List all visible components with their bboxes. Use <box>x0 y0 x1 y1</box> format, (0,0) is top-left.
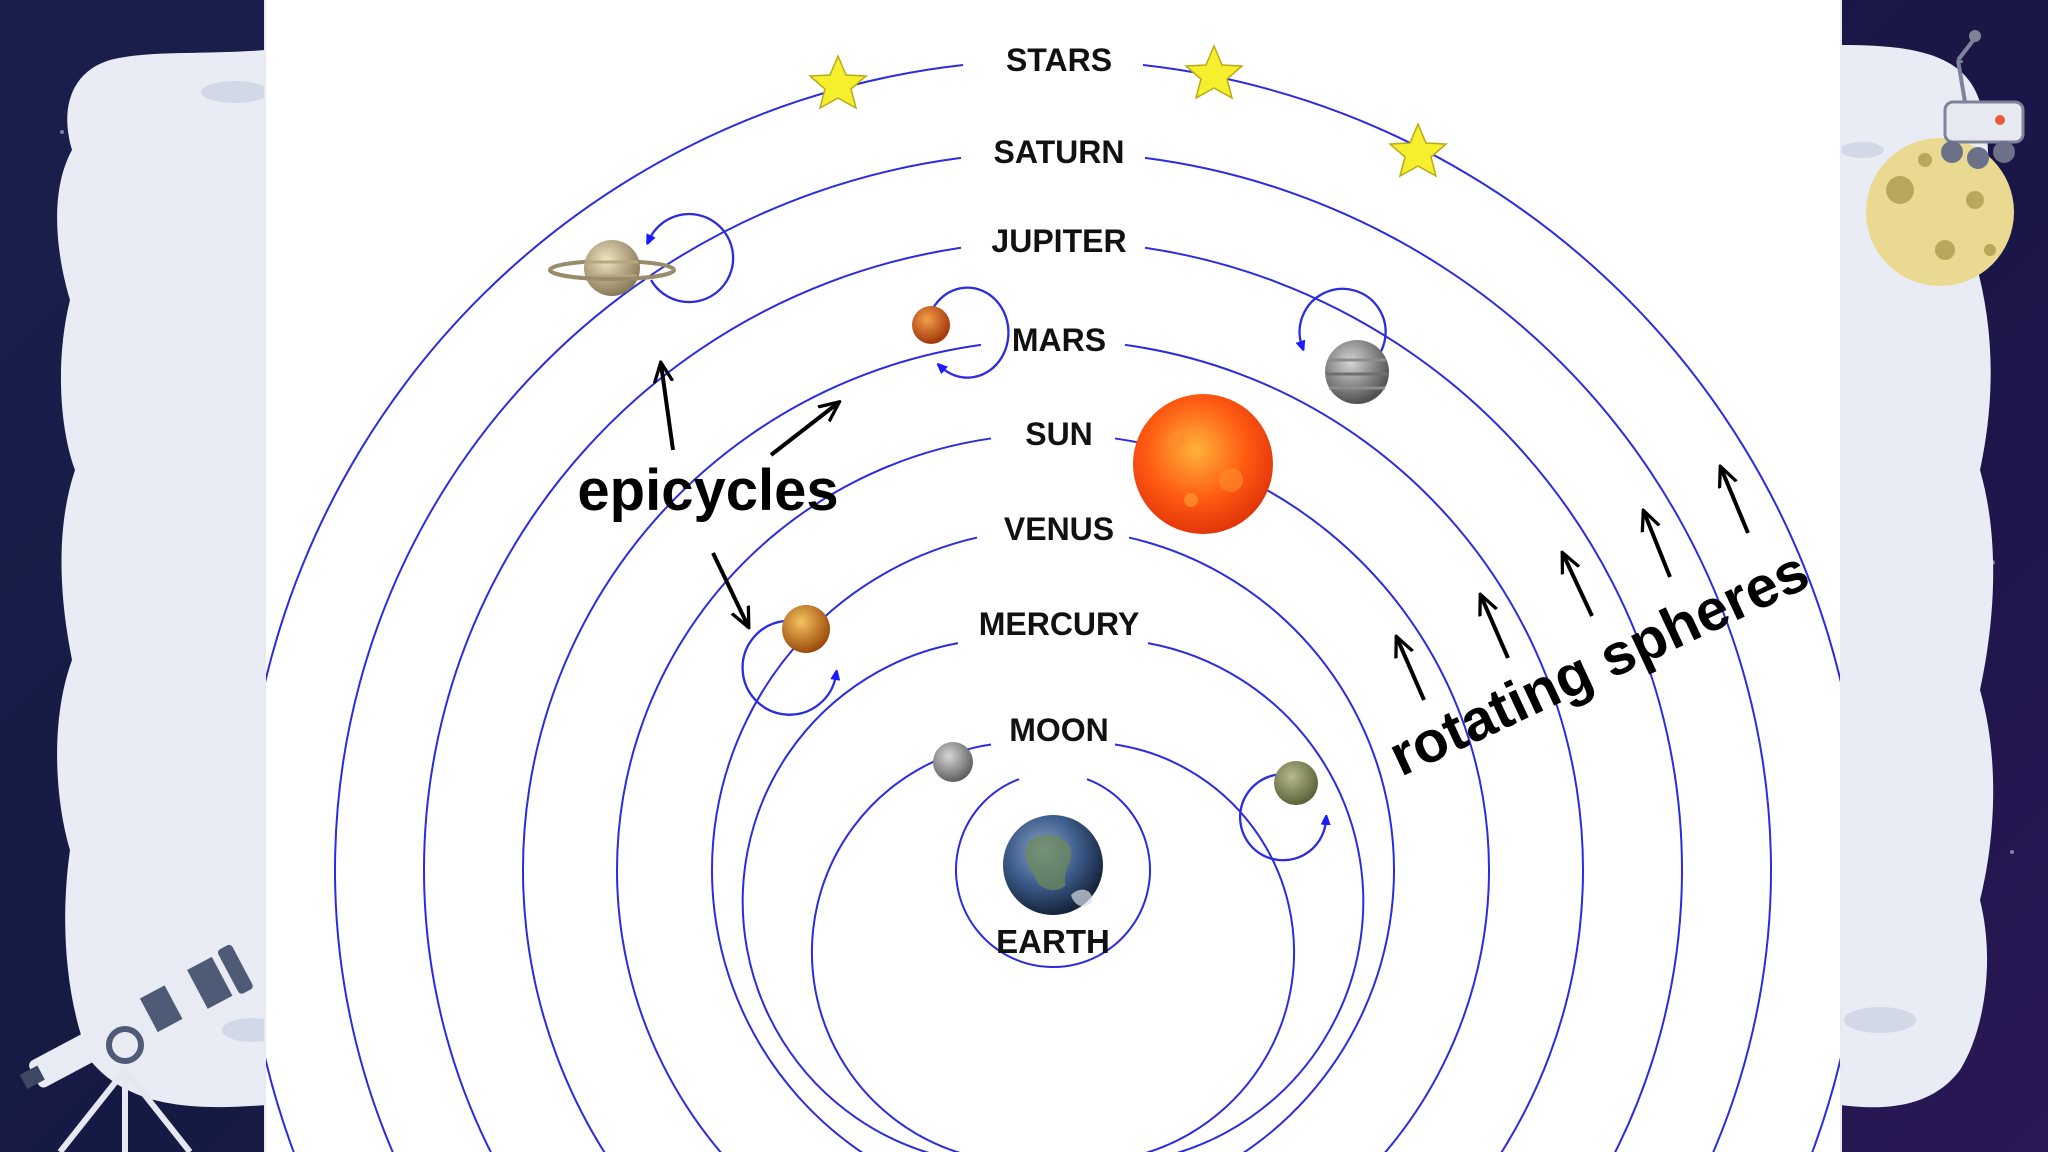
pointer-arrow-icon <box>661 364 675 451</box>
sphere-label-venus: VENUS <box>1004 511 1114 547</box>
pointer-arrow-icon <box>1481 596 1510 659</box>
mercury-icon <box>1274 761 1318 805</box>
orbit-sphere-mars <box>1124 343 1584 1152</box>
pointer-arrow-icon <box>1644 512 1672 578</box>
star-markers <box>808 44 1448 178</box>
sphere-label-moon: MOON <box>1009 712 1109 748</box>
venus-icon <box>782 605 830 653</box>
orbit-sphere-venus <box>1128 536 1395 1152</box>
sphere-label-jupiter: JUPITER <box>991 223 1126 259</box>
pointer-arrow-icon <box>1397 638 1426 701</box>
venus-epicycle <box>741 619 836 716</box>
mercury-epicycle <box>1238 773 1326 862</box>
orbit-sphere-stars <box>266 64 964 1152</box>
earth-icon <box>1003 815 1103 915</box>
right-cloud-crater <box>1844 1007 1916 1033</box>
mars-epicycle <box>927 286 1010 379</box>
geocentric-diagram: STARS SATURN JUPITER MARS SUN VENUS MERCURY MOO… <box>266 42 1840 1152</box>
mars-icon <box>912 306 950 344</box>
background-star <box>60 130 64 134</box>
jupiter-epicycle <box>1300 287 1387 366</box>
epicycle-loops <box>649 212 1387 862</box>
orbit-sphere-venus <box>711 536 978 1152</box>
orbit-sphere-moon <box>810 743 992 1152</box>
geocentric-model-panel: STARS SATURN JUPITER MARS SUN VENUS MERCURY MOO… <box>266 0 1840 1152</box>
background-star <box>1960 60 1963 63</box>
pointer-arrow-icon <box>769 403 838 457</box>
pointer-arrow-icon <box>1721 468 1750 534</box>
orbit-sphere-mercury <box>741 642 959 1152</box>
epicycles-label: epicycles <box>577 458 838 523</box>
sphere-label-sun: SUN <box>1025 416 1093 452</box>
sphere-label-stars: STARS <box>1006 42 1112 78</box>
planet-bodies <box>548 240 1389 915</box>
orbit-sphere-saturn <box>1144 156 1772 1152</box>
sphere-pointer-arrows <box>1397 468 1750 701</box>
orbit-sphere-jupiter <box>1144 246 1683 1152</box>
orbit-sphere-jupiter <box>423 246 962 1152</box>
saturn-epicycle <box>649 212 735 304</box>
star-icon <box>1184 44 1244 100</box>
orbit-sphere-stars <box>1142 64 1840 1152</box>
orbit-sphere-moon <box>1114 743 1296 1152</box>
orbit-sphere-saturn <box>334 156 962 1152</box>
sphere-label-saturn: SATURN <box>994 134 1125 170</box>
orbit-sphere-sun <box>616 437 992 1152</box>
saturn-icon <box>548 240 676 296</box>
sphere-labels: STARS SATURN JUPITER MARS SUN VENUS MERCURY MOO… <box>979 42 1140 748</box>
jupiter-icon <box>1325 340 1389 404</box>
telescope-icon <box>19 944 253 1152</box>
background-star <box>2010 850 2014 854</box>
right-cloud-crater <box>1840 142 1884 158</box>
moon-rover-illustration <box>1866 30 2025 286</box>
right-cloud-shape <box>1840 45 1994 1108</box>
left-cloud-crater <box>201 81 269 103</box>
orbit-circles <box>266 64 1840 1152</box>
sphere-label-mars: MARS <box>1012 322 1106 358</box>
orbit-sphere-inner <box>955 778 1151 968</box>
orbit-sphere-mars <box>522 343 982 1152</box>
star-icon <box>1388 122 1448 178</box>
earth-label: EARTH <box>996 923 1110 960</box>
pointer-arrow-icon <box>711 552 748 626</box>
left-cloud-shape <box>57 50 266 1108</box>
epicycle-pointer-arrows <box>661 364 838 626</box>
star-icon <box>808 54 868 110</box>
moon-icon <box>933 742 973 782</box>
rotating-spheres-label: rotating spheres <box>1379 538 1818 789</box>
sun-icon <box>1133 394 1273 534</box>
pointer-arrow-icon <box>1563 554 1594 617</box>
sphere-label-mercury: MERCURY <box>979 606 1140 642</box>
